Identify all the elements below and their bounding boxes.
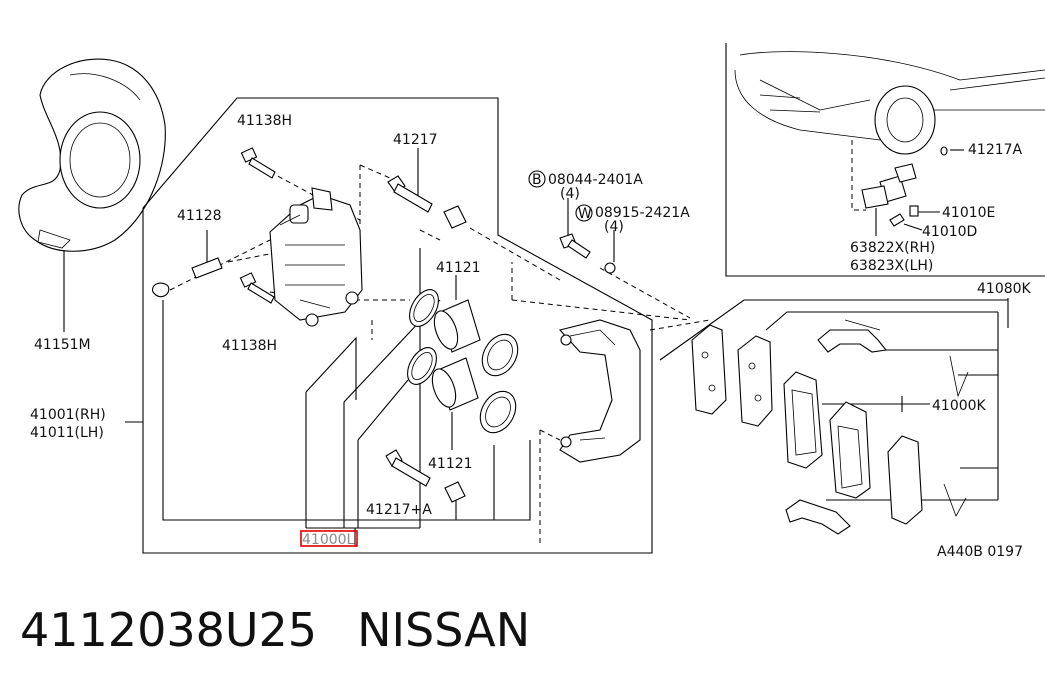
label-bolt-bottom: 41138H	[222, 338, 277, 354]
brake-pad-outer	[783, 371, 823, 469]
badge-washer	[575, 204, 593, 222]
guide-pin-41217a	[385, 449, 466, 503]
label-sensor-rh: 63822X(RH)	[850, 240, 935, 256]
brake-pad-inner	[829, 401, 871, 499]
label-diagram-code: A440B 0197	[937, 544, 1023, 560]
guide-pin-41217	[387, 148, 433, 213]
label-caliper-lh: 41011(LH)	[30, 425, 104, 441]
piston-seal-bottom	[407, 347, 517, 450]
label-sensor-lh: 63823X(LH)	[850, 258, 933, 274]
bolt-41138h-top	[240, 147, 276, 179]
pad-clip-bottom	[785, 499, 851, 535]
label-bleeder: 41128	[177, 208, 222, 224]
label-bolt-b: 08044-2401A	[548, 172, 643, 188]
label-bolt-b-qty: (4)	[560, 186, 580, 202]
label-sensor-e: 41010E	[942, 205, 995, 221]
spring-clip	[943, 355, 969, 517]
label-kit-highlighted: 41000L	[302, 532, 355, 548]
parts-diagram: 41151M	[18, 43, 1045, 560]
badge-bolt-letter: B	[532, 172, 542, 188]
label-seal-top: 41121	[436, 260, 481, 276]
pin-boot-top	[443, 205, 467, 229]
dust-shield	[18, 58, 166, 332]
highlight-box	[300, 530, 358, 547]
badge-bolt	[528, 170, 546, 188]
vehicle-sketch	[734, 51, 1045, 155]
label-washer-w-qty: (4)	[604, 219, 624, 235]
label-seal-bottom: 41121	[428, 456, 473, 472]
washer	[604, 230, 616, 274]
bleeder-screw	[151, 230, 223, 298]
caliper-body	[269, 187, 363, 327]
inset-frame	[725, 43, 1045, 277]
shim-back	[887, 435, 923, 525]
label-pad-kit: 41080K	[977, 281, 1032, 297]
label-shield: 41151M	[34, 337, 91, 353]
pad-kit-bracket	[659, 298, 1009, 501]
shim-outer	[691, 324, 727, 415]
label-pin-bottom: 41217+A	[366, 502, 432, 518]
label-bolt-top: 41138H	[237, 113, 292, 129]
label-pin-top: 41217	[393, 132, 438, 148]
part-number: 4112038U25	[20, 603, 318, 657]
caliper-frame	[142, 97, 653, 554]
piston-seal-top	[409, 275, 519, 377]
label-caliper-rh: 41001(RH)	[30, 407, 106, 423]
pad-clip-top	[817, 319, 888, 353]
label-pad-set: 41000K	[932, 398, 987, 414]
label-sensor-d: 41010D	[922, 224, 977, 240]
shim-inner	[737, 335, 773, 427]
wear-sensor	[851, 140, 964, 236]
torque-member	[558, 319, 641, 463]
part-caption: 4112038U25 NISSAN	[20, 600, 530, 660]
badge-washer-letter: W	[578, 206, 592, 222]
label-sensor-cap: 41217A	[968, 142, 1023, 158]
brand-name: NISSAN	[357, 603, 531, 657]
label-washer-w: 08915-2421A	[595, 205, 690, 221]
mounting-bolt	[559, 198, 591, 259]
bolt-41138h-bottom	[239, 272, 275, 304]
